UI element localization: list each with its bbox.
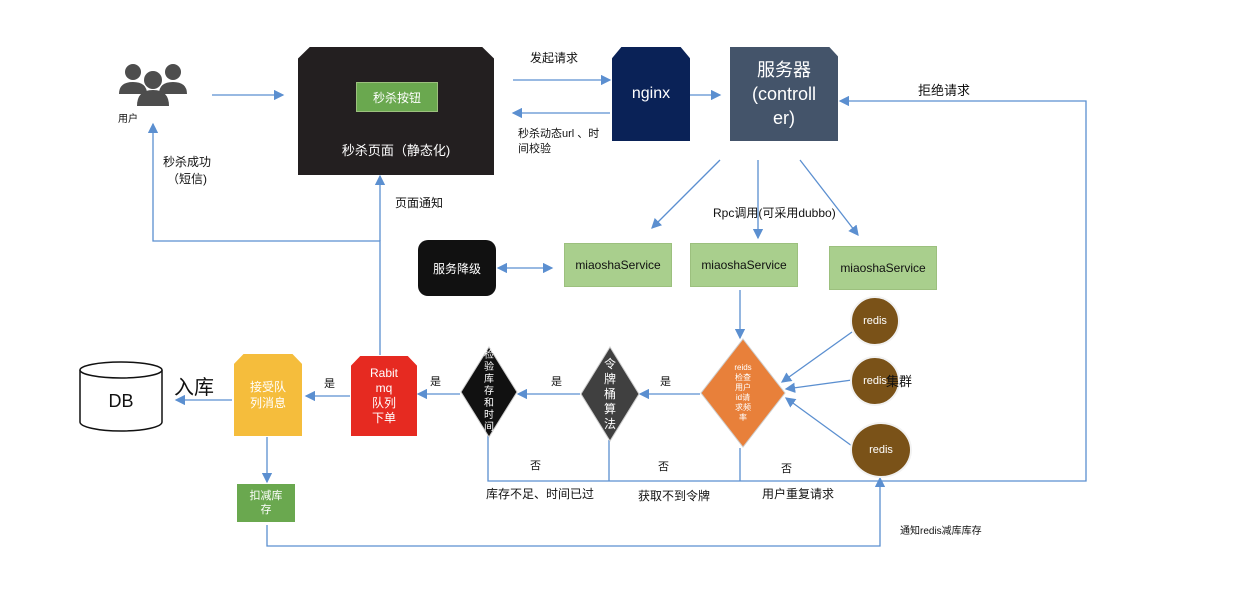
check-user-frequency-label: reids 检查 用户 id请 求频 率 (734, 363, 752, 422)
accept-queue-message: 接受队 列消息 (234, 354, 302, 436)
edge-server-to-svc3 (799, 159, 859, 237)
miaosha-service-3: miaoshaService (829, 246, 937, 290)
seckill-button[interactable]: 秒杀按钮 (356, 82, 438, 112)
label-no-2: 否 (658, 461, 669, 473)
check-stock-time-label: 检 验 库 存 和 时 间 (484, 350, 494, 433)
miaosha-service-1: miaoshaService (564, 243, 672, 287)
token-bucket-diamond: 令 牌 桶 算 法 (580, 346, 640, 442)
edge-rabbit-to-users (147, 122, 381, 355)
label-yes-2: 是 (551, 376, 562, 388)
check-user-frequency-diamond: reids 检查 用户 id请 求频 率 (700, 338, 786, 448)
label-no-1: 否 (530, 460, 541, 472)
miaosha-service-2: miaoshaService (690, 243, 798, 287)
label-into-db: 入库 (174, 377, 214, 399)
label-no-token: 获取不到令牌 (638, 489, 711, 503)
service-degrade: 服务降级 (418, 240, 496, 296)
label-initiate-request: 发起请求 (530, 51, 579, 65)
label-yes-3: 是 (430, 376, 441, 388)
token-bucket-label: 令 牌 桶 算 法 (603, 356, 616, 431)
edge-reject-loop (487, 95, 1087, 482)
redis-node-1: redis (850, 296, 900, 346)
users-label: 用户 (118, 114, 138, 125)
label-yes-1: 是 (660, 376, 671, 388)
label-no-3: 否 (781, 463, 792, 475)
edge-server-to-svc1 (651, 159, 721, 229)
edge-redis2-to-check (784, 379, 853, 393)
label-redis-cluster: 集群 (886, 374, 913, 389)
label-rpc-call: Rpc调用(可采用dubbo) (713, 206, 836, 220)
database-icon: DB (78, 360, 164, 434)
label-dynamic-url: 秒杀动态url 、时 间校验 (518, 128, 600, 155)
label-seckill-success: 秒杀成功 （短信) (163, 155, 212, 186)
nginx-node: nginx (612, 47, 690, 141)
rabbitmq-queue: Rabit mq 队列 下单 (351, 356, 417, 436)
edge-deduct-to-redis (266, 476, 886, 547)
label-insufficient-stock: 库存不足、时间已过 (486, 487, 595, 501)
redis-node-3: redis (850, 422, 912, 478)
deduct-stock: 扣减库 存 (237, 484, 295, 522)
server-controller: 服务器 (controll er) (730, 47, 838, 141)
label-notify-redis: 通知redis减库库存 (900, 526, 982, 537)
label-repeat-request: 用户重复请求 (762, 487, 835, 501)
label-page-notify: 页面通知 (395, 196, 444, 210)
edge-redis1-to-check (780, 331, 853, 383)
db-label: DB (108, 390, 134, 411)
users-icon (115, 60, 195, 115)
edge-redis3-to-check (784, 397, 853, 447)
seckill-page: 秒杀按钮 秒杀页面（静态化) (298, 47, 494, 175)
redis-node-2: redis (850, 356, 900, 406)
label-yes-4: 是 (324, 378, 335, 390)
label-reject-request: 拒绝请求 (918, 83, 971, 98)
check-stock-time-diamond: 检 验 库 存 和 时 间 (460, 346, 518, 438)
seckill-page-title: 秒杀页面（静态化) (341, 142, 451, 158)
